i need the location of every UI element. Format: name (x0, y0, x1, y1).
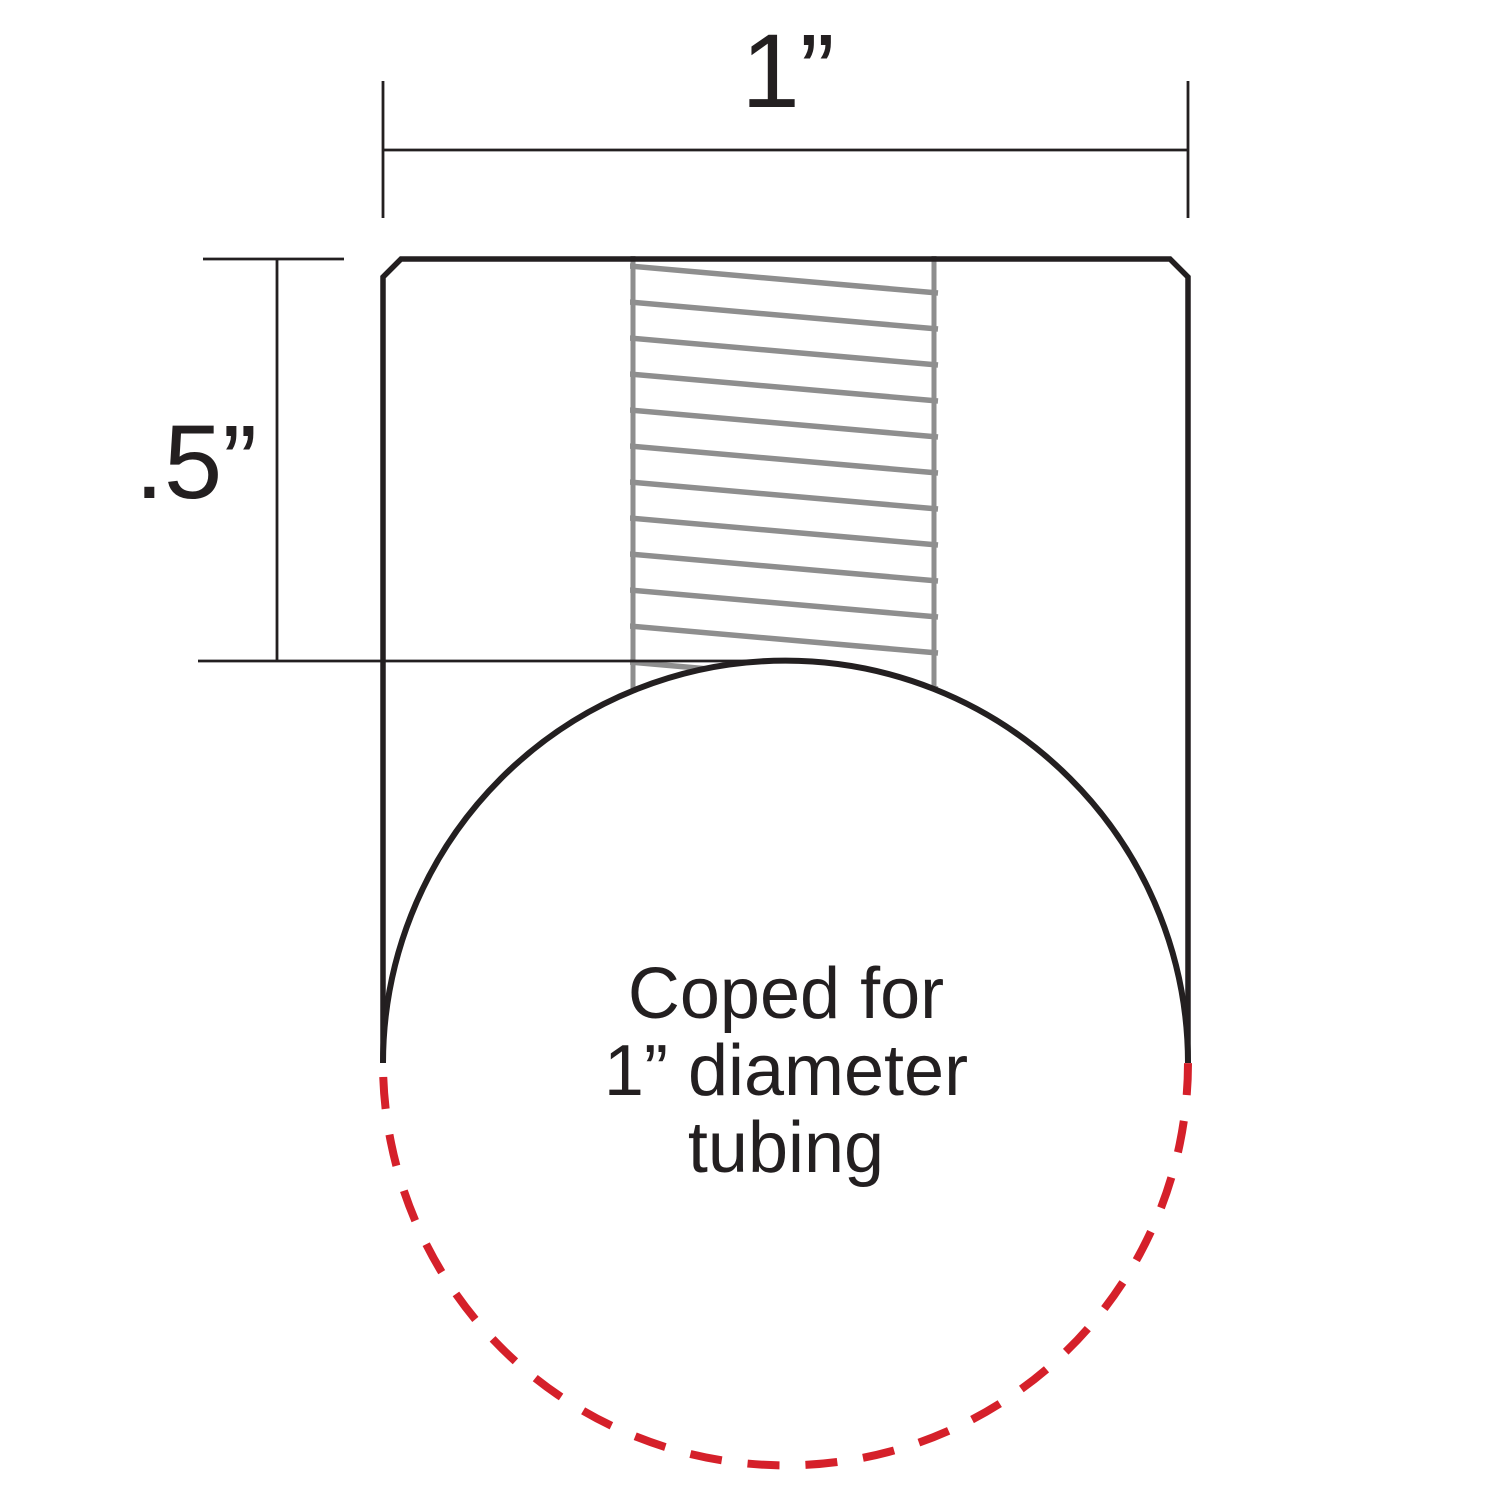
cope-note-line-2: 1” diameter (604, 1031, 968, 1111)
thread-hatch-line (630, 623, 939, 656)
height-dimension-label: .5” (135, 404, 258, 521)
height-dimension (198, 257, 788, 663)
cope-annotation: Coped for 1” diameter tubing (604, 954, 968, 1188)
thread-hatch-line (630, 587, 939, 620)
thread-hatch-line (630, 551, 939, 584)
cope-note-line-3: tubing (688, 1108, 884, 1188)
thread-hatch-line (630, 515, 939, 548)
thread-hatch-line (630, 371, 939, 404)
thread-hatch-line (630, 443, 939, 476)
width-dimension-label: 1” (741, 13, 834, 130)
part-outline (380, 256, 1191, 1063)
thread-hatch-line (630, 335, 939, 368)
thread-hatch-line (630, 479, 939, 512)
tube-circle-dashed (379, 1062, 1192, 1470)
thread-hatch-line (630, 299, 939, 332)
cope-note-line-1: Coped for (628, 954, 944, 1034)
width-dimension (381, 81, 1190, 218)
thread-hatch-line (630, 407, 939, 440)
thread-hatch-line (630, 263, 939, 296)
